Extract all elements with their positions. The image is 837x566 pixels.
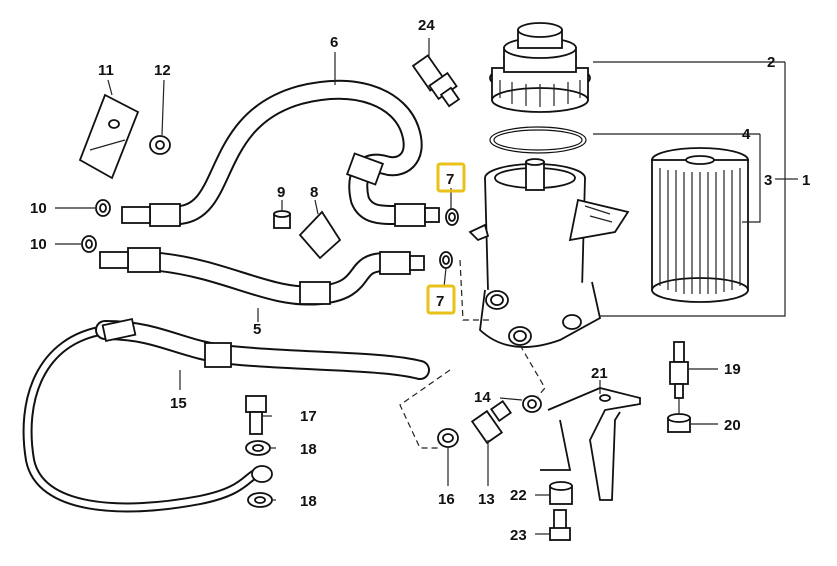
connector-dash-1 bbox=[459, 259, 490, 321]
washer-10-upper bbox=[95, 199, 111, 217]
bracket-21 bbox=[540, 387, 641, 501]
o-ring-large bbox=[489, 126, 587, 154]
highlight-box-7-lower bbox=[426, 284, 456, 315]
connector-dash-2 bbox=[399, 369, 451, 449]
washer-14 bbox=[522, 395, 542, 413]
label-23: 23 bbox=[510, 527, 527, 544]
grommet-22 bbox=[549, 481, 573, 505]
highlight-box-7-upper bbox=[436, 162, 466, 193]
washer-18-lower bbox=[247, 492, 273, 508]
seal-7-upper bbox=[445, 208, 459, 226]
filter-cartridge bbox=[651, 147, 749, 303]
label-18-upper: 18 bbox=[300, 441, 317, 458]
label-4: 4 bbox=[742, 126, 751, 143]
label-11: 11 bbox=[98, 62, 114, 79]
clip-8 bbox=[298, 210, 342, 260]
label-18-lower: 18 bbox=[300, 493, 317, 510]
label-8: 8 bbox=[310, 184, 318, 201]
label-10-lower: 10 bbox=[30, 236, 47, 253]
hose-upper bbox=[121, 79, 440, 227]
label-21: 21 bbox=[591, 365, 608, 382]
label-16: 16 bbox=[438, 491, 455, 508]
label-7-lower: 7 bbox=[436, 293, 444, 310]
bolt-23 bbox=[549, 509, 571, 541]
nut-12 bbox=[149, 135, 171, 155]
label-2: 2 bbox=[767, 54, 775, 71]
label-12: 12 bbox=[154, 62, 171, 79]
label-3: 3 bbox=[764, 172, 772, 189]
connector-dash-3 bbox=[519, 344, 546, 397]
label-22: 22 bbox=[510, 487, 527, 504]
label-6: 6 bbox=[330, 34, 338, 51]
fitting-13 bbox=[470, 399, 513, 445]
label-14: 14 bbox=[474, 389, 491, 406]
label-24: 24 bbox=[418, 17, 435, 34]
label-19: 19 bbox=[724, 361, 741, 378]
clamp-16 bbox=[437, 428, 459, 448]
bolt-17 bbox=[245, 395, 267, 435]
label-7-upper: 7 bbox=[446, 171, 454, 188]
washer-10-lower bbox=[81, 235, 97, 253]
nut-20 bbox=[667, 413, 691, 433]
label-20: 20 bbox=[724, 417, 741, 434]
filter-housing bbox=[468, 158, 630, 348]
bushing-9 bbox=[273, 210, 291, 229]
label-15: 15 bbox=[170, 395, 187, 412]
label-1: 1 bbox=[802, 172, 810, 189]
label-17: 17 bbox=[300, 408, 317, 425]
filter-cap bbox=[489, 22, 591, 113]
label-9: 9 bbox=[277, 184, 285, 201]
bracket-11 bbox=[78, 93, 140, 180]
stud-19 bbox=[669, 341, 689, 399]
label-5: 5 bbox=[253, 321, 261, 338]
pressure-switch bbox=[411, 54, 461, 108]
hose-long bbox=[22, 317, 430, 513]
label-13: 13 bbox=[478, 491, 495, 508]
seal-7-lower bbox=[439, 251, 453, 269]
leader-lines bbox=[55, 38, 786, 535]
washer-18-upper bbox=[245, 440, 271, 456]
hose-lower bbox=[99, 247, 425, 306]
label-10-upper: 10 bbox=[30, 200, 47, 217]
